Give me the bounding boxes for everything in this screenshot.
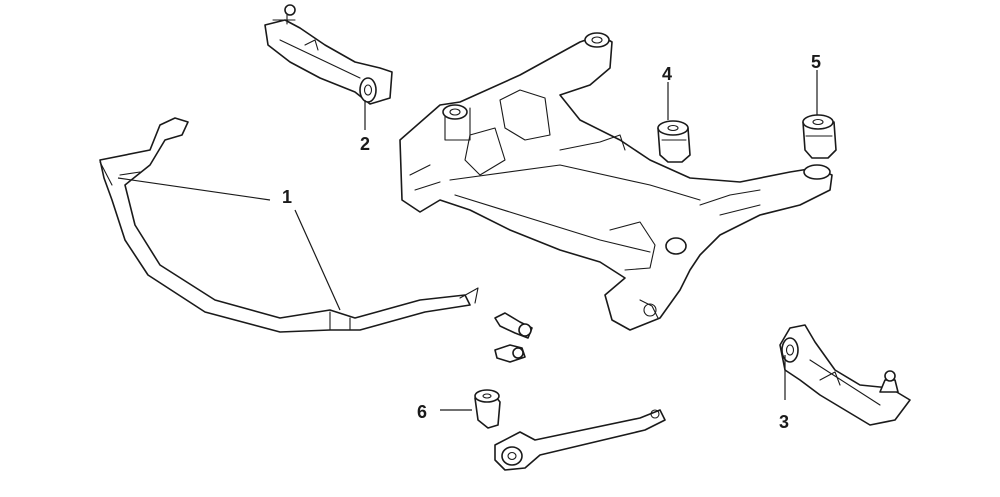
stabilizer-link — [494, 312, 533, 363]
callout-3: 3 — [779, 412, 789, 432]
callout-4: 4 — [662, 64, 672, 84]
callout-2: 2 — [360, 134, 370, 154]
callout-1: 1 — [282, 187, 292, 207]
lower-control-arm — [779, 324, 911, 426]
leader-lines — [117, 70, 818, 411]
tension-rod — [494, 409, 666, 471]
upper-control-arm — [264, 4, 393, 105]
callout-6: 6 — [417, 402, 427, 422]
subframe-bushing-5 — [802, 114, 837, 159]
callout-5: 5 — [811, 52, 821, 72]
stabilizer-bar — [99, 117, 479, 333]
subframe-bushing-4 — [657, 120, 691, 163]
front-subframe — [399, 32, 833, 331]
tension-rod-bushing — [474, 389, 501, 429]
